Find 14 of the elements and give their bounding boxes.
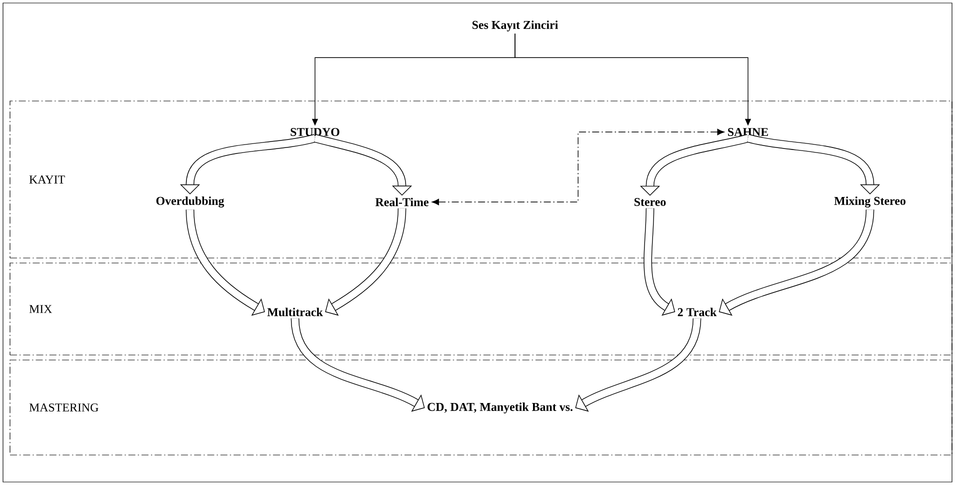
step-label: Multitrack bbox=[267, 308, 323, 316]
step-label: Real-Time bbox=[375, 198, 428, 206]
step-label: STUDYO bbox=[290, 128, 340, 136]
step-label: Overdubbing bbox=[156, 196, 224, 208]
block-arrow bbox=[747, 134, 880, 194]
step-label: Ses Kayıt Zinciri bbox=[472, 20, 558, 32]
block-arrow bbox=[718, 209, 874, 316]
block-arrow bbox=[575, 318, 702, 412]
step-label: CD, DAT, Manyetik Bant vs. bbox=[428, 402, 572, 414]
step-label: Stereo bbox=[634, 198, 666, 206]
block-arrow bbox=[325, 208, 406, 316]
step-label: Mixing Stereo bbox=[834, 196, 906, 208]
dashed-arrow bbox=[432, 128, 724, 206]
step-label: 2 Track bbox=[678, 308, 717, 316]
